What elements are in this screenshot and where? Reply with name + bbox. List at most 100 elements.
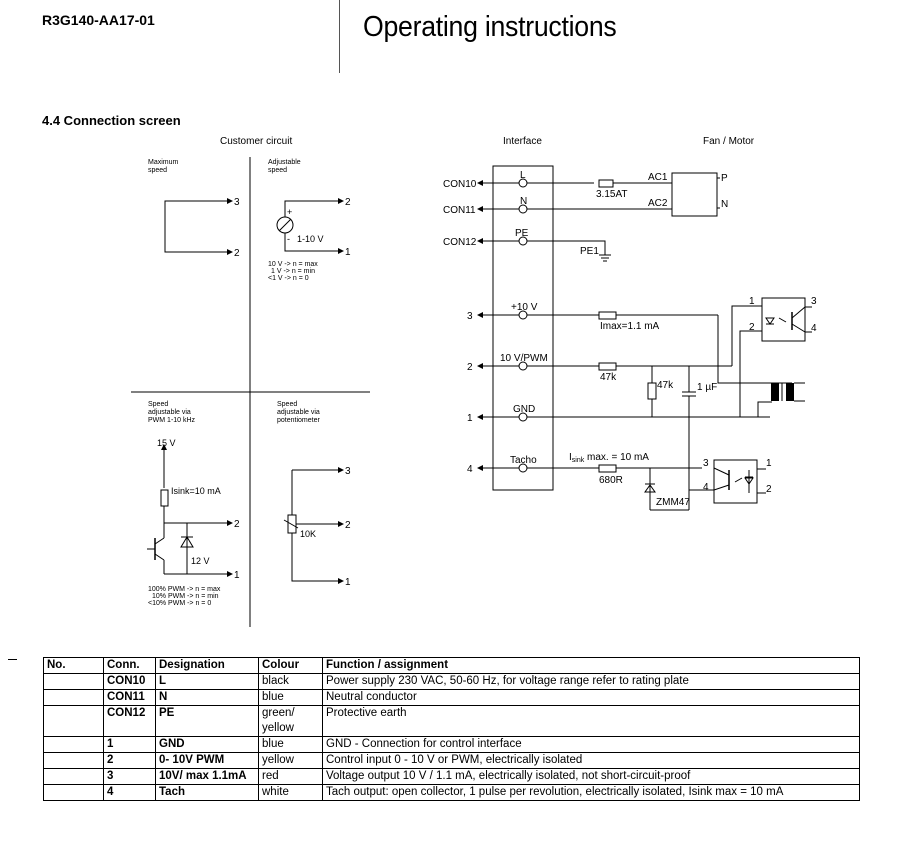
opto-pin: 2 <box>766 484 772 495</box>
pin-label: 1 <box>234 570 240 581</box>
opto-pin: 3 <box>703 458 709 469</box>
cell-colour: green/yellow <box>258 705 323 737</box>
terminal-ext-label: CON12 <box>443 237 477 248</box>
resistor-icon <box>160 489 169 507</box>
cell-colour: blue <box>258 689 323 706</box>
resistor-icon <box>598 311 617 320</box>
header-conn: Conn. <box>103 657 156 674</box>
table-row: 1 GND blue GND - Connection for control … <box>43 736 860 753</box>
table-row: 3 10V/ max 1.1mA red Voltage output 10 V… <box>43 768 860 785</box>
interface-box <box>492 165 554 491</box>
cell-no <box>43 752 104 769</box>
table-row: CON12 PE green/yellow Protective earth <box>43 705 860 737</box>
cell-function: Voltage output 10 V / 1.1 mA, electrical… <box>322 768 860 785</box>
pin-label: 1 <box>345 247 351 258</box>
connection-table: No. Conn. Designation Colour Function / … <box>43 657 860 801</box>
cell-colour: red <box>258 768 323 785</box>
header-designation: Designation <box>155 657 259 674</box>
opto-pin: 3 <box>811 296 817 307</box>
voltage-label: 1-10 V <box>297 234 324 244</box>
colour-line-1: green/ <box>262 707 295 719</box>
cell-colour: blue <box>258 736 323 753</box>
isink-label: Isink max. = 10 mA <box>569 452 649 464</box>
cell-colour: black <box>258 673 323 690</box>
terminal-name: L <box>520 170 526 181</box>
pot-label: Speed <box>277 401 297 408</box>
resistor-icon <box>598 362 617 371</box>
pin-label: 1 <box>345 577 351 588</box>
resistor-icon <box>598 464 617 473</box>
table-header-row: No. Conn. Designation Colour Function / … <box>43 657 860 674</box>
isink-label: Isink=10 mA <box>171 486 221 496</box>
terminal-ext-label: 2 <box>467 362 473 373</box>
max-speed-label-2: speed <box>148 167 167 174</box>
header-colour: Colour <box>258 657 323 674</box>
transformer-icon <box>771 383 779 401</box>
cell-designation: 0- 10V PWM <box>155 752 259 769</box>
fuse-label: 3.15AT <box>596 189 628 200</box>
section-heading: 4.4 Connection screen <box>42 113 181 128</box>
pin-label: 3 <box>345 466 351 477</box>
table-row: 2 0- 10V PWM yellow Control input 0 - 10… <box>43 752 860 769</box>
imax-label: Imax=1.1 mA <box>600 321 660 332</box>
terminal-ext-label: 4 <box>467 464 473 475</box>
cell-function: Control input 0 - 10 V or PWM, electrica… <box>322 752 860 769</box>
cell-conn: 2 <box>103 752 156 769</box>
header-function: Function / assignment <box>322 657 860 674</box>
pot-value-label: 10K <box>300 529 316 539</box>
table-row: CON11 N blue Neutral conductor <box>43 689 860 706</box>
cell-conn: CON11 <box>103 689 156 706</box>
adj-note: 10 V -> n = max <box>268 261 318 268</box>
cell-function: Power supply 230 VAC, 50-60 Hz, for volt… <box>322 673 860 690</box>
cell-no <box>43 736 104 753</box>
document-id: R3G140-AA17-01 <box>42 12 155 28</box>
plus-label: + <box>287 207 292 217</box>
cell-designation: PE <box>155 705 259 737</box>
pin-label: 2 <box>234 519 240 530</box>
customer-circuit-diagram: Customer circuit Maximum speed Adjustabl… <box>131 136 817 627</box>
adjustable-speed-label-2: speed <box>268 167 287 174</box>
cell-no <box>43 768 104 785</box>
margin-mark <box>8 659 17 660</box>
table-row: CON10 L black Power supply 230 VAC, 50-6… <box>43 673 860 690</box>
motor-box <box>671 172 718 217</box>
zener-label: ZMM47 <box>656 497 690 508</box>
opto-pin: 1 <box>749 296 755 307</box>
r-series-label: 47k <box>600 372 617 383</box>
fuse-icon <box>598 179 614 188</box>
cell-designation: GND <box>155 736 259 753</box>
header-no: No. <box>43 657 104 674</box>
table-row: 4 Tach white Tach output: open collector… <box>43 784 860 801</box>
terminal-name: PE <box>515 228 529 239</box>
r-shunt-label: 47k <box>657 380 674 391</box>
colour-line-2: yellow <box>262 722 294 734</box>
pwm-label: Speed <box>148 401 168 408</box>
cell-function: Neutral conductor <box>322 689 860 706</box>
opto-pin: 1 <box>766 458 772 469</box>
ac2-label: AC2 <box>648 198 668 209</box>
opto-pin: 4 <box>811 323 817 334</box>
cell-designation: 10V/ max 1.1mA <box>155 768 259 785</box>
terminal-ext-label: CON10 <box>443 179 477 190</box>
cell-function: Protective earth <box>322 705 860 737</box>
customer-circuit-title: Customer circuit <box>220 136 292 147</box>
terminal-ext-label: 3 <box>467 311 473 322</box>
ac1-label: AC1 <box>648 172 668 183</box>
pwm-label-2: adjustable via <box>148 409 191 416</box>
terminal-ext-label: 1 <box>467 413 473 424</box>
terminal-name: GND <box>513 404 535 415</box>
cell-no <box>43 784 104 801</box>
pe1-label: PE1 <box>580 246 599 257</box>
pin-label: 2 <box>345 197 351 208</box>
max-speed-label: Maximum <box>148 159 179 166</box>
cell-conn: 1 <box>103 736 156 753</box>
cell-designation: N <box>155 689 259 706</box>
terminal-ext-label: CON11 <box>443 205 476 216</box>
pwm-note: 100% PWM -> n = max <box>148 586 221 593</box>
interface-title: Interface <box>503 136 542 147</box>
pot-label-3: potentiometer <box>277 417 320 424</box>
optocoupler-icon <box>761 297 806 342</box>
adjustable-speed-label: Adjustable <box>268 159 301 166</box>
p-label: P <box>721 173 728 184</box>
pwm-note: 10% PWM -> n = min <box>152 593 219 600</box>
